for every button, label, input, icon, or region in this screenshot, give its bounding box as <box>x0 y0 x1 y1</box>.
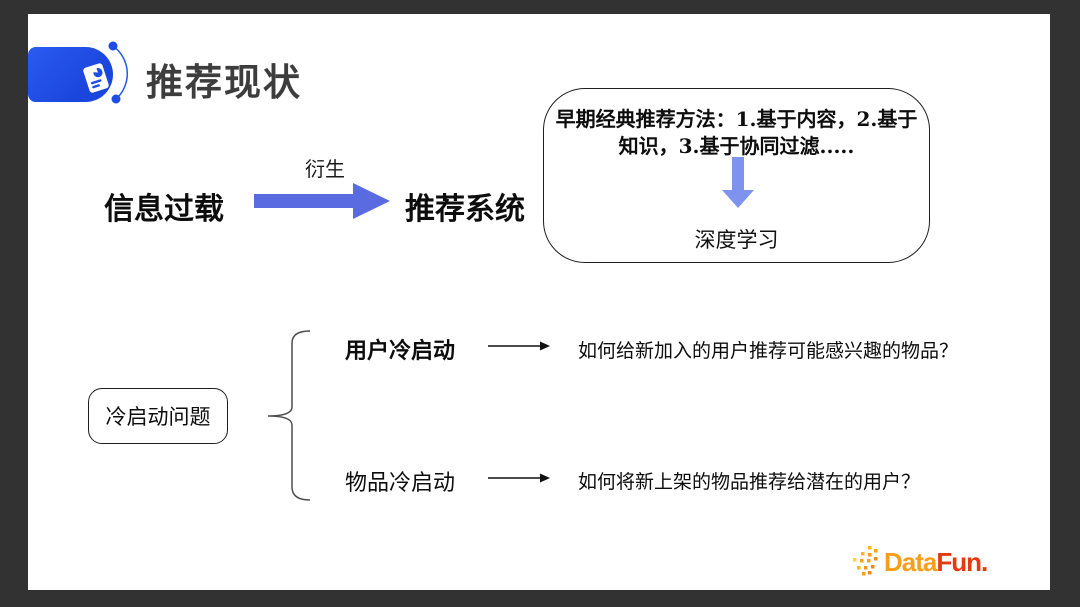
coldstart-box: 冷启动问题 <box>88 388 228 444</box>
branch-item-label: 物品冷启动 <box>345 471 456 496</box>
thin-right-arrow-icon <box>488 473 550 483</box>
thin-right-arrow-icon <box>488 341 550 351</box>
methods-box <box>543 88 930 263</box>
datafun-logo: Data Fun. <box>852 546 988 578</box>
branch-user-question: 如何给新加入的用户推荐可能感兴趣的物品？ <box>578 340 959 362</box>
logo-dots-icon <box>853 546 878 576</box>
page-title: 推荐现状 <box>146 62 302 103</box>
flow-target-label: 推荐系统 <box>405 192 525 227</box>
document-icon <box>83 63 109 93</box>
methods-box-text: 早期经典推荐方法：1.基于内容，2.基于知识，3.基于协同过滤..... <box>555 107 918 158</box>
methods-result-label: 深度学习 <box>694 228 779 252</box>
curly-brace-icon <box>267 330 311 501</box>
branch-item-question: 如何将新上架的物品推荐给潜在的用户？ <box>578 471 921 493</box>
slide: 推荐现状 衍生 信息过载 推荐系统 早期经典推荐方法：1.基于内容，2.基于知识… <box>28 14 1050 590</box>
flow-source-label: 信息过载 <box>104 192 224 227</box>
branch-user-label: 用户冷启动 <box>345 338 456 364</box>
right-block-arrow-icon <box>254 183 390 219</box>
badge-arc-decoration <box>108 41 129 104</box>
derive-label: 衍生 <box>305 157 345 181</box>
coldstart-label: 冷启动问题 <box>105 405 211 429</box>
logo-text-data: Data <box>884 546 937 577</box>
down-block-arrow-icon <box>722 157 754 208</box>
logo-text-fun: Fun. <box>936 546 988 577</box>
